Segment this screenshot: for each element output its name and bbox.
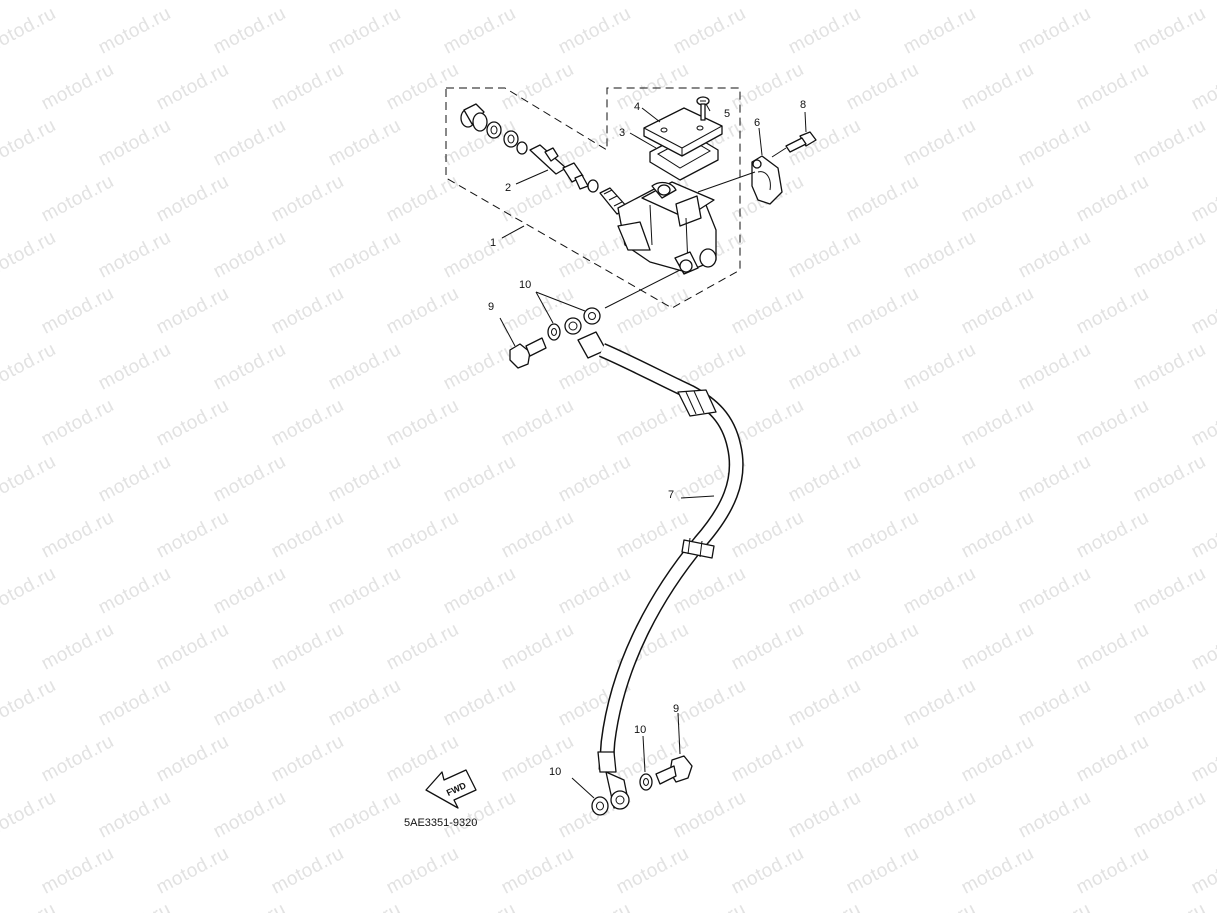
callout-10-mid: 10	[634, 724, 646, 736]
union-bolt-part	[655, 755, 693, 785]
master-cylinder-body	[617, 181, 717, 275]
callout-6: 6	[754, 117, 760, 129]
callout-2: 2	[505, 182, 511, 194]
piston-kit-part	[460, 103, 629, 215]
washer-part	[547, 323, 561, 341]
holder-clamp-part	[751, 155, 783, 205]
callout-7: 7	[668, 489, 674, 501]
washer-part	[591, 796, 609, 816]
callout-9-upper: 9	[488, 301, 494, 313]
brake-hose-part	[564, 317, 744, 810]
callout-5: 5	[724, 108, 730, 120]
assembly-outline	[445, 87, 741, 309]
washer-part	[583, 307, 601, 325]
leader-lines	[499, 103, 807, 799]
callout-4: 4	[634, 101, 640, 113]
callout-1: 1	[490, 237, 496, 249]
clamp-bolt-part	[785, 131, 817, 153]
washer-part	[639, 773, 653, 791]
drawing-code: 5AE3351-9320	[404, 817, 477, 829]
union-bolt-part	[509, 337, 547, 369]
callout-10-lower: 10	[549, 766, 561, 778]
callout-3: 3	[619, 127, 625, 139]
cap-screw-part	[696, 96, 710, 121]
callout-8: 8	[800, 99, 806, 111]
callout-9-lower: 9	[673, 703, 679, 715]
forward-arrow-icon: FWD	[425, 769, 477, 809]
callout-10-upper: 10	[519, 279, 531, 291]
